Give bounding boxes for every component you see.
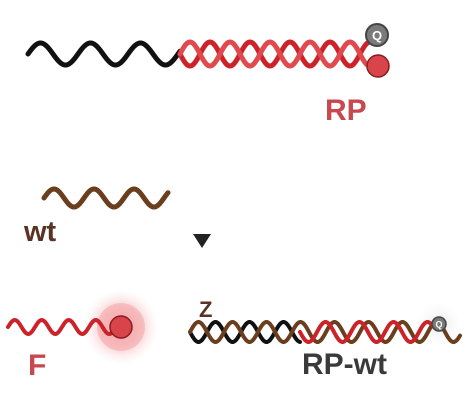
probe-strand-b xyxy=(177,39,373,69)
fluorophore-label: F xyxy=(28,349,47,382)
wild-type-label: wt xyxy=(24,216,57,248)
quencher-label: Q xyxy=(435,320,442,330)
fluorophore-icon xyxy=(366,54,390,78)
quencher-icon xyxy=(431,316,447,332)
wild-type-strand xyxy=(41,186,171,210)
fluorophore-icon xyxy=(109,315,133,339)
quencher-label: Q xyxy=(372,28,382,43)
z-label: Z xyxy=(199,297,213,322)
released-probe-strand xyxy=(6,317,114,337)
probe-label: RP xyxy=(325,94,367,127)
duplex-label: RP-wt xyxy=(302,348,387,381)
template-strand xyxy=(188,320,302,344)
template-strand xyxy=(25,40,183,68)
probe-strand-a xyxy=(177,39,373,69)
probe-strand xyxy=(298,320,434,344)
quencher-icon xyxy=(365,23,389,47)
reaction-arrow-head xyxy=(193,234,211,248)
